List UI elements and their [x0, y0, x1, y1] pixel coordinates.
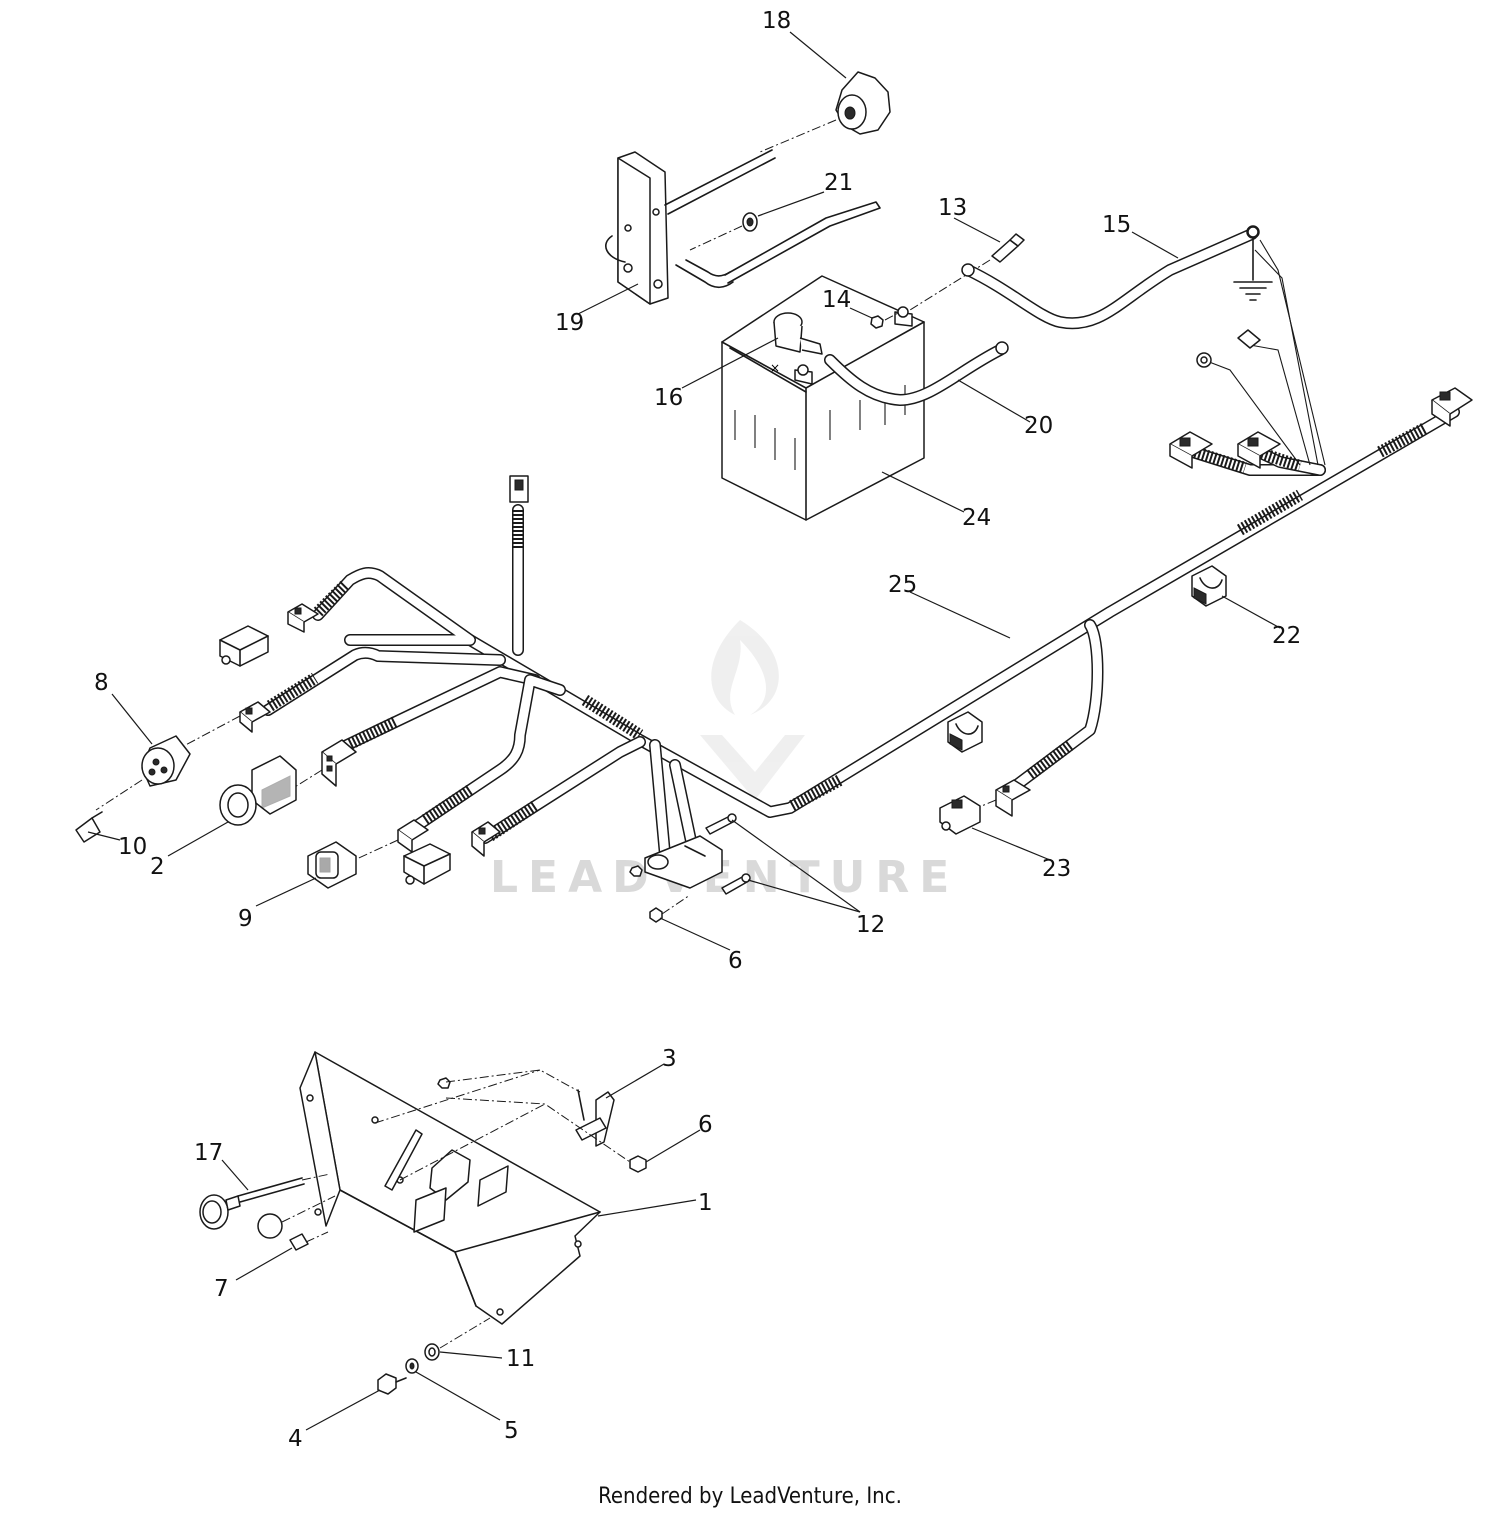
connector-plug-2	[321, 739, 357, 787]
reverse-switch	[307, 841, 357, 889]
choke-knob	[199, 1177, 305, 1230]
top-nut	[437, 1077, 451, 1089]
connector-plug-lower	[471, 821, 501, 857]
callout-18: 18	[762, 8, 791, 34]
battery: ×	[721, 275, 925, 521]
main-wire-harness	[262, 239, 1460, 866]
terminal-bolt	[991, 233, 1025, 263]
ignition-switch	[141, 735, 191, 787]
terminal-nut	[870, 315, 884, 329]
positive-battery-cable	[824, 341, 1009, 406]
module-nut-left	[629, 865, 643, 877]
callout-12: 12	[856, 912, 885, 938]
connector-plug-9	[397, 819, 429, 853]
callout-21: 21	[824, 170, 853, 196]
connector-plug-8	[239, 701, 271, 733]
wiring-diagram: LEADVENTURE ×	[75, 8, 1473, 1452]
harness-clip-right	[1191, 565, 1227, 607]
callout-20: 20	[1024, 413, 1053, 439]
leader-lines	[87, 31, 1281, 1431]
negative-battery-cable	[961, 225, 1260, 330]
callout-19: 19	[555, 310, 584, 336]
callout-8: 8	[94, 670, 109, 696]
plug-hole-cover	[257, 1213, 283, 1239]
callout-labels: 18 21 19 13 15 14 16 20 24 25 22 23 8 10…	[94, 8, 1301, 1452]
brake-switch	[403, 843, 451, 885]
clamp-nut	[629, 1155, 647, 1173]
callout-9: 9	[238, 906, 253, 932]
harness-clip-center	[947, 711, 983, 753]
module-nut-lower	[649, 907, 663, 923]
harness-connector-upper-right	[1431, 387, 1473, 427]
dash-panel	[299, 1051, 601, 1325]
pto-switch	[219, 755, 297, 826]
harness-connector-a	[1169, 431, 1213, 469]
flat-washer	[424, 1343, 440, 1361]
callout-4: 4	[288, 1426, 303, 1452]
relay-module	[644, 835, 723, 889]
spade-terminal	[1237, 329, 1261, 349]
battery-hold-down-bracket	[605, 149, 881, 305]
watermark-logo	[700, 620, 805, 800]
callout-17: 17	[194, 1140, 223, 1166]
ignition-key	[75, 811, 103, 843]
callout-2: 2	[150, 854, 165, 880]
callout-13: 13	[938, 195, 967, 221]
svg-text:×: ×	[770, 361, 780, 375]
harness-connector-top	[509, 475, 529, 503]
callout-1: 1	[698, 1190, 713, 1216]
callout-24: 24	[962, 505, 991, 531]
callout-6-upper: 6	[728, 948, 743, 974]
rod-spacer	[742, 212, 758, 232]
ground-symbol-icon	[1233, 226, 1273, 301]
watermark-text: LEADVENTURE	[490, 852, 959, 903]
panel-bolt	[377, 1373, 407, 1395]
callout-7: 7	[214, 1276, 229, 1302]
callout-22: 22	[1272, 623, 1301, 649]
callout-6-lower: 6	[698, 1112, 713, 1138]
render-credit: Rendered by LeadVenture, Inc.	[598, 1484, 902, 1509]
callout-3: 3	[662, 1046, 677, 1072]
lock-washer	[405, 1358, 419, 1374]
callout-23: 23	[1042, 856, 1071, 882]
hold-down-knob	[835, 71, 891, 135]
callout-16: 16	[654, 385, 683, 411]
callout-15: 15	[1102, 212, 1131, 238]
module-screw-upper	[705, 813, 737, 835]
connector-plug-23	[995, 779, 1031, 817]
callout-25: 25	[888, 572, 917, 598]
seat-switch	[219, 625, 269, 667]
callout-14: 14	[822, 287, 851, 313]
interlock-switch	[939, 795, 981, 835]
callout-10: 10	[118, 834, 147, 860]
connector-plug-upper	[287, 603, 319, 633]
callout-5: 5	[504, 1418, 519, 1444]
terminal-cover	[773, 312, 823, 355]
ring-terminal	[1196, 352, 1212, 368]
callout-11: 11	[506, 1346, 535, 1372]
harness-connector-b	[1237, 431, 1281, 469]
panel-screw	[289, 1233, 309, 1251]
